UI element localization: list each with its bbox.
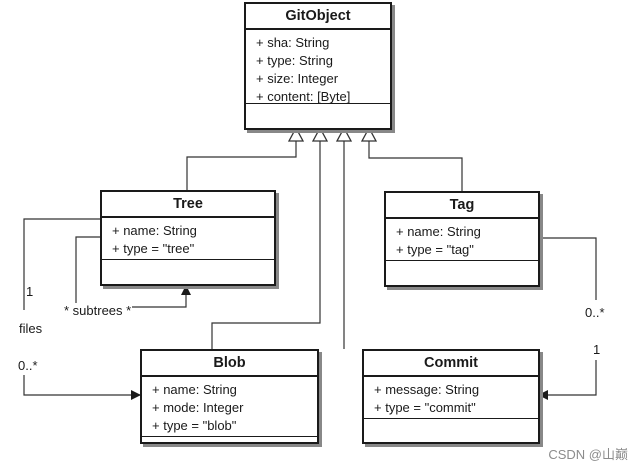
class-commit: Commit + message: String + type = "commi… — [362, 349, 540, 444]
attribute: + type = "tree" — [112, 241, 195, 256]
blob-inheritance-line — [211, 140, 321, 349]
attribute: + message: String — [374, 382, 480, 397]
class-commit-attributes: + message: String + type = "commit" — [364, 377, 538, 419]
attribute: + content: [Byte] — [256, 89, 351, 104]
tag-generalization-arrowhead — [360, 126, 378, 142]
class-gitobject-name: GitObject — [246, 4, 390, 30]
class-tree-attributes: + name: String + type = "tree" — [102, 218, 274, 260]
commit-generalization-arrowhead — [335, 126, 353, 142]
attribute: + size: Integer — [256, 71, 339, 86]
class-commit-name: Commit — [364, 351, 538, 377]
class-tag-attributes: + name: String + type = "tag" — [386, 219, 538, 261]
class-tag-name: Tag — [386, 193, 538, 219]
attribute: + name: String — [152, 382, 237, 397]
commit-multiplicity: 1 — [593, 342, 601, 357]
class-blob-name: Blob — [142, 351, 317, 377]
blob-generalization-arrowhead — [311, 126, 329, 142]
watermark: CSDN @山巅 — [548, 447, 628, 462]
tag-commit-association-line — [539, 237, 597, 395]
attribute: + mode: Integer — [152, 400, 244, 415]
attribute: + type: String — [256, 53, 333, 68]
class-gitobject: GitObject + sha: String + type: String +… — [244, 2, 392, 130]
class-blob-attributes: + name: String + mode: Integer + type = … — [142, 377, 317, 437]
class-blob: Blob + name: String + mode: Integer + ty… — [140, 349, 319, 444]
class-tree: Tree + name: String + type = "tree" — [100, 190, 276, 286]
tag-multiplicity: 0..* — [585, 305, 605, 320]
tree-inheritance-line — [186, 140, 297, 190]
class-tree-name: Tree — [102, 192, 274, 218]
files-role-label: files — [19, 321, 43, 336]
tree-generalization-arrowhead — [287, 126, 305, 142]
attribute: + name: String — [112, 223, 197, 238]
files-association-line — [23, 218, 140, 395]
class-gitobject-attributes: + sha: String + type: String + size: Int… — [246, 30, 390, 104]
blob-files-multiplicity: 0..* — [18, 358, 38, 373]
attribute: + type = "tag" — [396, 242, 474, 257]
attribute: + sha: String — [256, 35, 330, 50]
tree-files-multiplicity: 1 — [26, 284, 34, 299]
attribute: + name: String — [396, 224, 481, 239]
class-tag: Tag + name: String + type = "tag" — [384, 191, 540, 287]
subtrees-role-label: * subtrees * — [63, 303, 133, 318]
tag-inheritance-line — [368, 140, 463, 191]
attribute: + type = "commit" — [374, 400, 476, 415]
attribute: + type = "blob" — [152, 418, 237, 433]
